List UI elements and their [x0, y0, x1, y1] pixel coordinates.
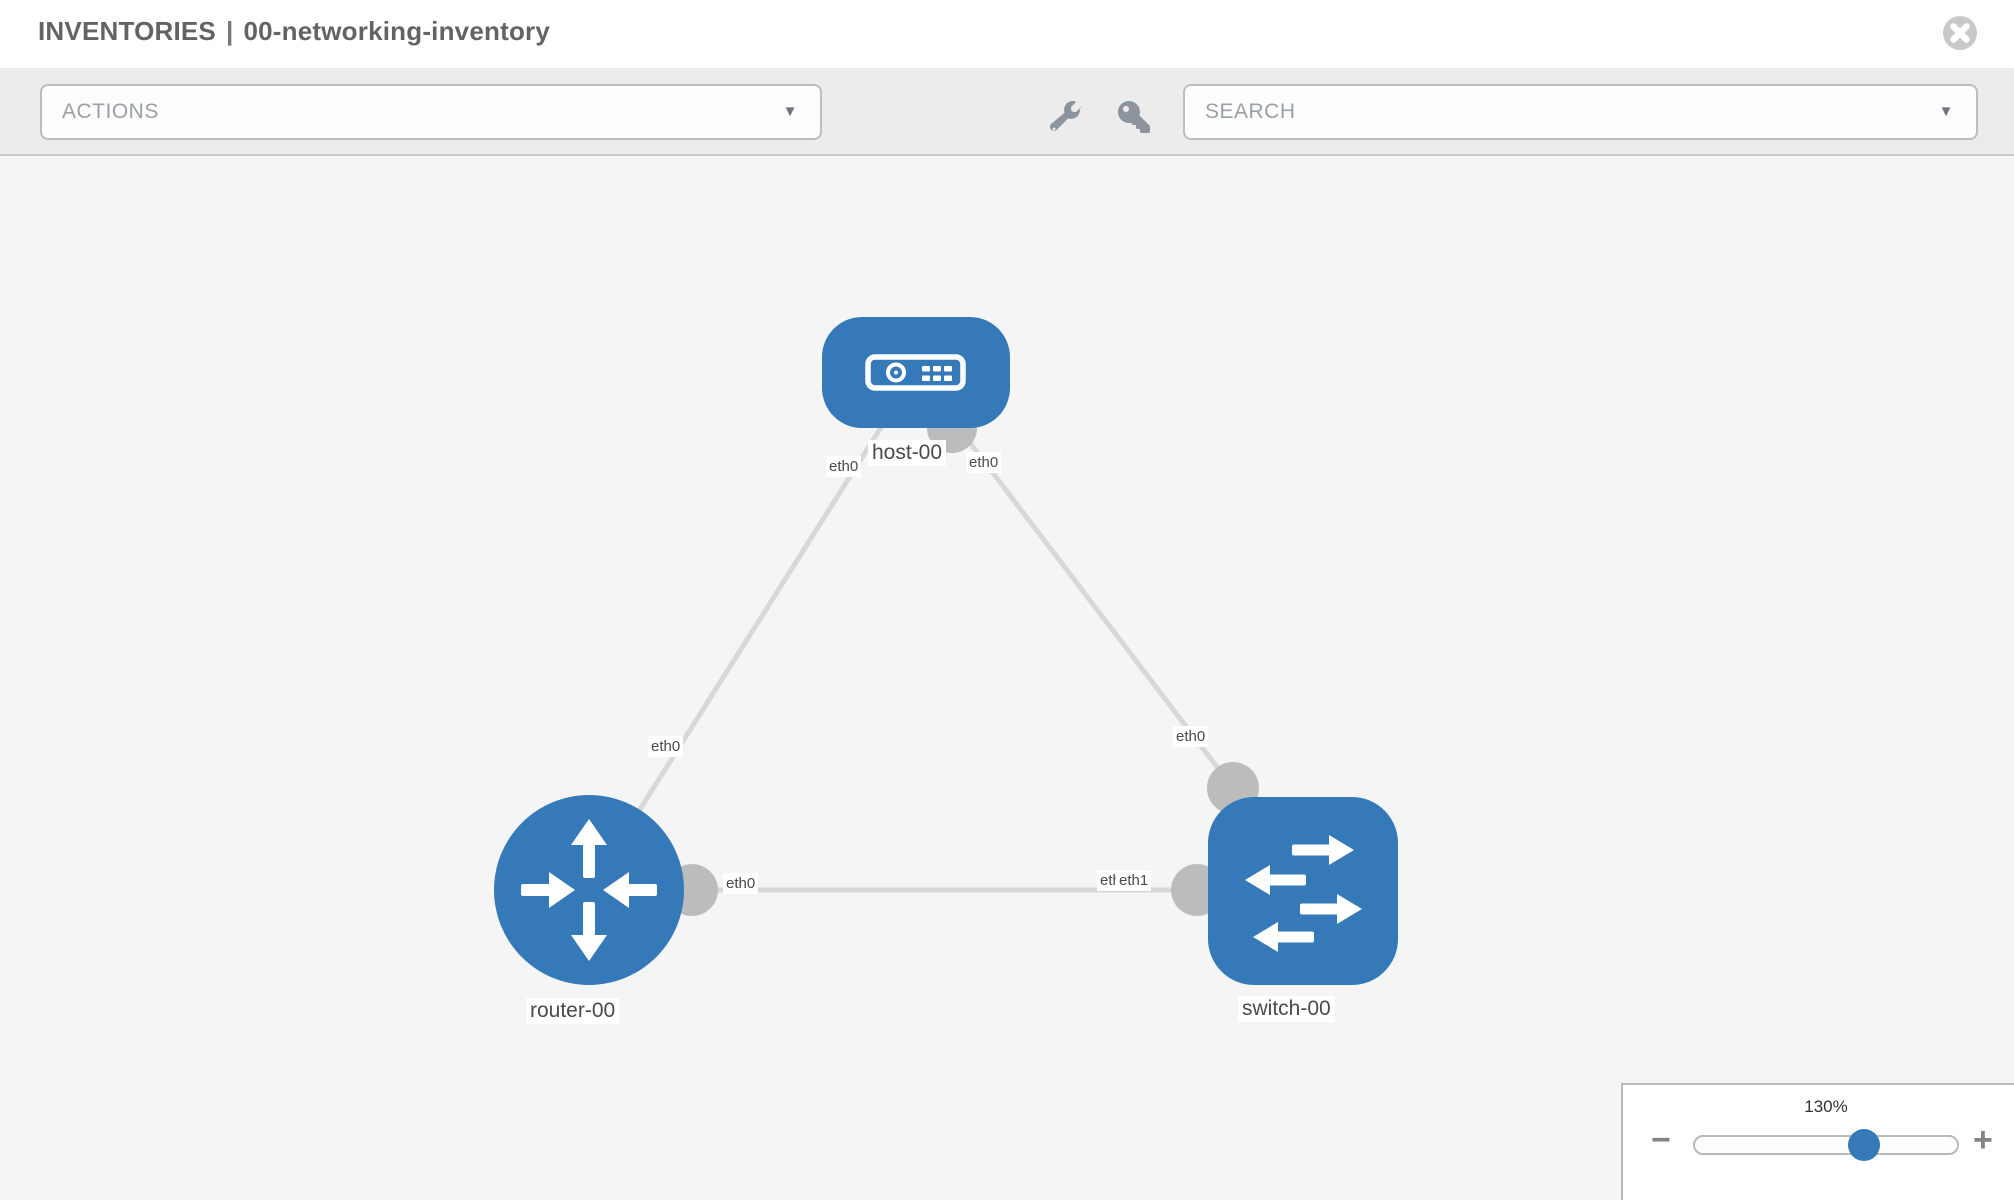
- zoom-out-button[interactable]: −: [1651, 1121, 1671, 1159]
- breadcrumb-inventory-name: 00-networking-inventory: [243, 16, 551, 46]
- actions-dropdown[interactable]: ACTIONS ▼: [40, 84, 822, 140]
- chevron-down-icon: ▼: [1938, 102, 1954, 120]
- node-label-router: router-00: [526, 998, 620, 1024]
- port-label-router-eth0: eth0: [723, 873, 759, 894]
- close-icon: [1942, 16, 1978, 54]
- header-bar: INVENTORIES | 00-networking-inventory: [0, 0, 2014, 68]
- switch-icon: [1208, 835, 1398, 989]
- topology-links-layer: [586, 370, 1259, 916]
- search-dropdown[interactable]: SEARCH ▼: [1183, 84, 1978, 140]
- server-icon: [822, 354, 1010, 432]
- search-dropdown-label: SEARCH: [1205, 100, 1296, 123]
- node-label-switch: switch-00: [1238, 996, 1335, 1022]
- port-label-router-eth0-uplink: eth0: [648, 736, 684, 757]
- port-label-switch-eth1: eth1: [1116, 870, 1152, 891]
- credentials-button[interactable]: [1117, 101, 1151, 135]
- router-icon: [494, 819, 684, 989]
- topology-canvas[interactable]: host-00 router-00 switch-00 eth0 eth0 et…: [0, 156, 2014, 1200]
- zoom-control-panel: 130% − +: [1621, 1083, 2014, 1200]
- chevron-down-icon: ▼: [782, 102, 798, 120]
- toolbar: ACTIONS ▼ SEARCH ▼: [0, 68, 2014, 156]
- actions-dropdown-label: ACTIONS: [62, 100, 159, 123]
- node-switch-00[interactable]: [1208, 797, 1398, 985]
- configure-button[interactable]: [1049, 100, 1083, 136]
- zoom-slider-thumb[interactable]: [1848, 1129, 1880, 1161]
- wrench-icon: [1049, 100, 1082, 136]
- breadcrumb-divider: |: [225, 16, 234, 46]
- page-title: INVENTORIES | 00-networking-inventory: [38, 16, 550, 47]
- port-label-switch-eth0: eth0: [1173, 726, 1209, 747]
- zoom-in-button[interactable]: +: [1973, 1121, 1993, 1159]
- node-router-00[interactable]: [494, 795, 684, 985]
- zoom-slider-track[interactable]: [1693, 1135, 1959, 1155]
- close-button[interactable]: [1942, 15, 1978, 51]
- link-host-router[interactable]: [586, 370, 919, 892]
- node-label-host: host-00: [868, 440, 947, 466]
- port-label-host-eth0-left: eth0: [826, 456, 862, 477]
- port-label-host-eth0-right: eth0: [966, 452, 1002, 473]
- zoom-level-value: 130%: [1804, 1097, 1848, 1116]
- breadcrumb-section: INVENTORIES: [38, 16, 216, 46]
- node-host-00[interactable]: [822, 317, 1010, 428]
- key-icon: [1118, 101, 1150, 136]
- port-label-switch-eth1-remnant: eth0: [1097, 870, 1117, 891]
